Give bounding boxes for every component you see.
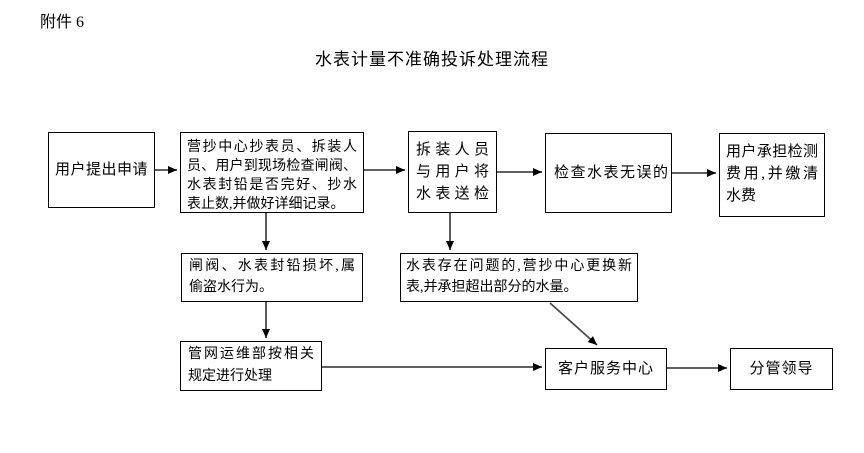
box-meter-problem-line-1: 水表存在问题的,营抄中心更换新 [406, 259, 632, 274]
box-meter-problem-line-2: 表,并承担超出部分的水量。 [406, 280, 578, 295]
box-onsite-check-line-1: 营抄中心抄表员、拆装人 [187, 140, 357, 155]
box-pipeline-dept: 管网运维部按相关 规定进行处理 [180, 341, 322, 391]
box-pipeline-dept-line-1: 管网运维部按相关 [188, 347, 314, 362]
arrow-meter-problem-to-customer-service [549, 302, 598, 346]
box-onsite-check-line-2: 员、用户到现场检查闸阀、 [187, 159, 357, 174]
box-send-inspection-line-3: 水表送检 [416, 186, 489, 202]
box-onsite-check-line-3: 水表封铅是否完好、抄水 [187, 178, 357, 193]
box-seal-damaged: 闸阀、水表封铅损坏,属 偷盗水行为。 [181, 253, 363, 302]
box-user-pay-line-3: 水费 [726, 188, 757, 204]
box-meter-problem: 水表存在问题的,营抄中心更换新 表,并承担超出部分的水量。 [400, 253, 638, 302]
attachment-label: 附件 6 [40, 14, 85, 31]
box-send-inspection-line-2: 与用户将 [416, 164, 489, 180]
box-onsite-check: 营抄中心抄表员、拆装人 员、用户到现场检查闸阀、 水表封铅是否完好、抄水 表止数… [180, 132, 364, 213]
box-user-pay: 用户承担检测 费用,并缴清 水费 [719, 133, 825, 217]
box-user-pay-line-1: 用户承担检测 [726, 144, 818, 160]
box-leader-label: 分管领导 [749, 361, 814, 377]
box-customer-service: 客户服务中心 [545, 348, 667, 390]
box-user-apply-label: 用户提出申请 [54, 162, 148, 178]
box-pipeline-dept-line-2: 规定进行处理 [188, 369, 272, 384]
box-send-inspection: 拆装人员 与用户将 水表送检 [408, 131, 497, 213]
box-seal-damaged-line-1: 闸阀、水表封铅损坏,属 [189, 259, 355, 274]
box-send-inspection-line-1: 拆装人员 [416, 142, 489, 158]
page-title: 水表计量不准确投诉处理流程 [315, 50, 549, 69]
box-seal-damaged-line-2: 偷盗水行为。 [189, 280, 273, 295]
box-onsite-check-line-4: 表止数,并做好详细记录。 [187, 197, 345, 212]
box-leader: 分管领导 [730, 348, 833, 390]
box-user-apply: 用户提出申请 [48, 132, 155, 208]
box-customer-service-label: 客户服务中心 [557, 361, 654, 377]
box-user-pay-line-2: 费用,并缴清 [726, 166, 818, 182]
box-check-ok-label: 检查水表无误的 [554, 165, 670, 181]
box-check-ok: 检查水表无误的 [545, 133, 672, 213]
